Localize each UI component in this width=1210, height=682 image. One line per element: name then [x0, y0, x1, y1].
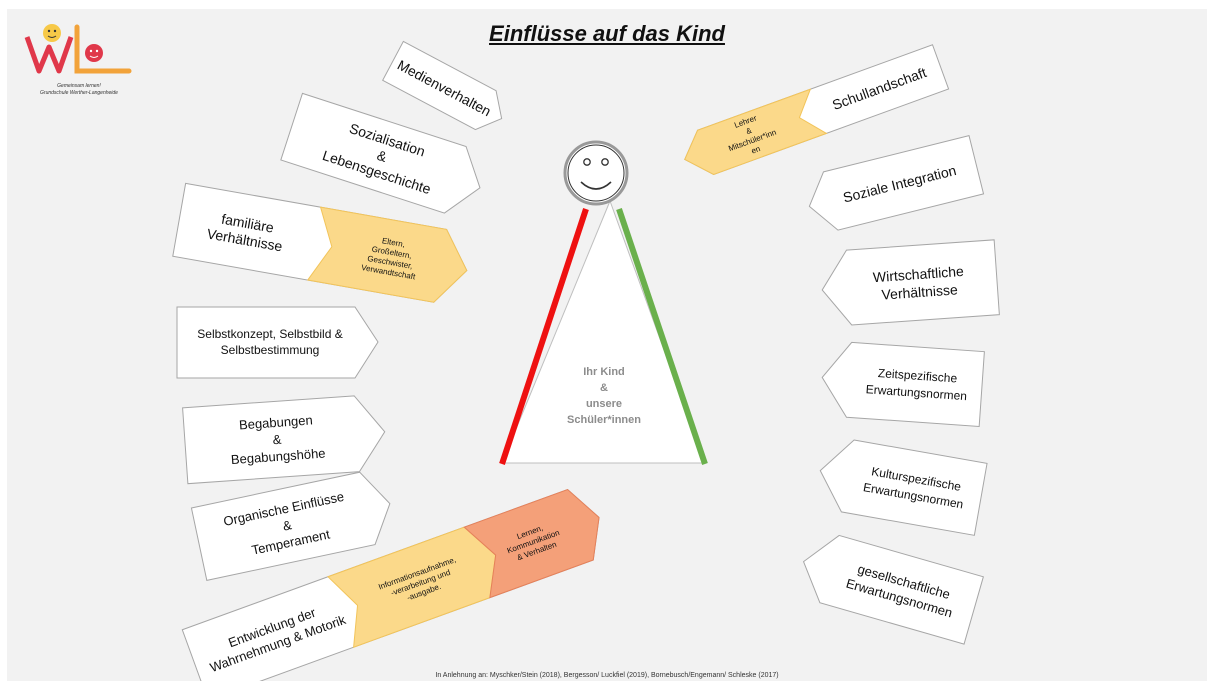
- left-item-5: Organische Einflüsse&Temperament: [190, 471, 391, 581]
- label-line: Selbstbestimmung: [221, 343, 320, 357]
- lehrer-arrow: [684, 88, 828, 175]
- label-line: Begabungshöhe: [230, 446, 326, 468]
- smiley-face-icon: [563, 140, 629, 206]
- label-line: Verhältnisse: [881, 281, 958, 302]
- label-line: &: [600, 382, 608, 394]
- label-line: Selbstkonzept, Selbstbild &: [197, 327, 342, 341]
- label-line: &: [745, 126, 754, 137]
- label-line: unsere: [586, 398, 622, 410]
- label-line: Begabungen: [239, 412, 314, 432]
- shape-label: Begabungen&Begabungshöhe: [230, 412, 326, 468]
- logo-text-line2: Grundschule Werther-Langenheide: [40, 90, 118, 96]
- logo-graphic: [24, 24, 132, 74]
- label-line: en: [750, 144, 761, 156]
- label-line: Wirtschaftliche: [872, 263, 964, 285]
- label-line: Zeitspezifische: [877, 366, 957, 386]
- eltern-arrow: [306, 206, 468, 303]
- label-line: &: [281, 517, 293, 534]
- lernen-arrow: [463, 488, 600, 599]
- red-line: [499, 208, 589, 465]
- page-title: Einflüsse auf das Kind: [489, 21, 725, 46]
- label-line: Schüler*innen: [567, 414, 641, 426]
- footnote: In Anlehnung an: Myschker/Stein (2018), …: [435, 672, 779, 679]
- green-line: [616, 208, 708, 465]
- left-item-3: Selbstkonzept, Selbstbild & Selbstbestimm…: [176, 306, 379, 379]
- left-item-1: Sozialisation&Lebensgeschichte: [280, 92, 481, 214]
- left-item-0: Medienverhalten: [382, 40, 503, 131]
- school-logo: Gemeinsam lernen! Grundschule Werther-La…: [19, 19, 149, 99]
- shape-label: Selbstkonzept, Selbstbild & Selbstbestimm…: [197, 327, 342, 357]
- logo-text-line1: Gemeinsam lernen!: [57, 83, 101, 89]
- right-item-1: Soziale Integration: [808, 135, 985, 231]
- left-item-4: Begabungen&Begabungshöhe: [182, 395, 386, 485]
- label-line: &: [272, 432, 282, 448]
- label-line: Eltern,: [381, 236, 405, 249]
- label-line: Ihr Kind: [583, 366, 625, 378]
